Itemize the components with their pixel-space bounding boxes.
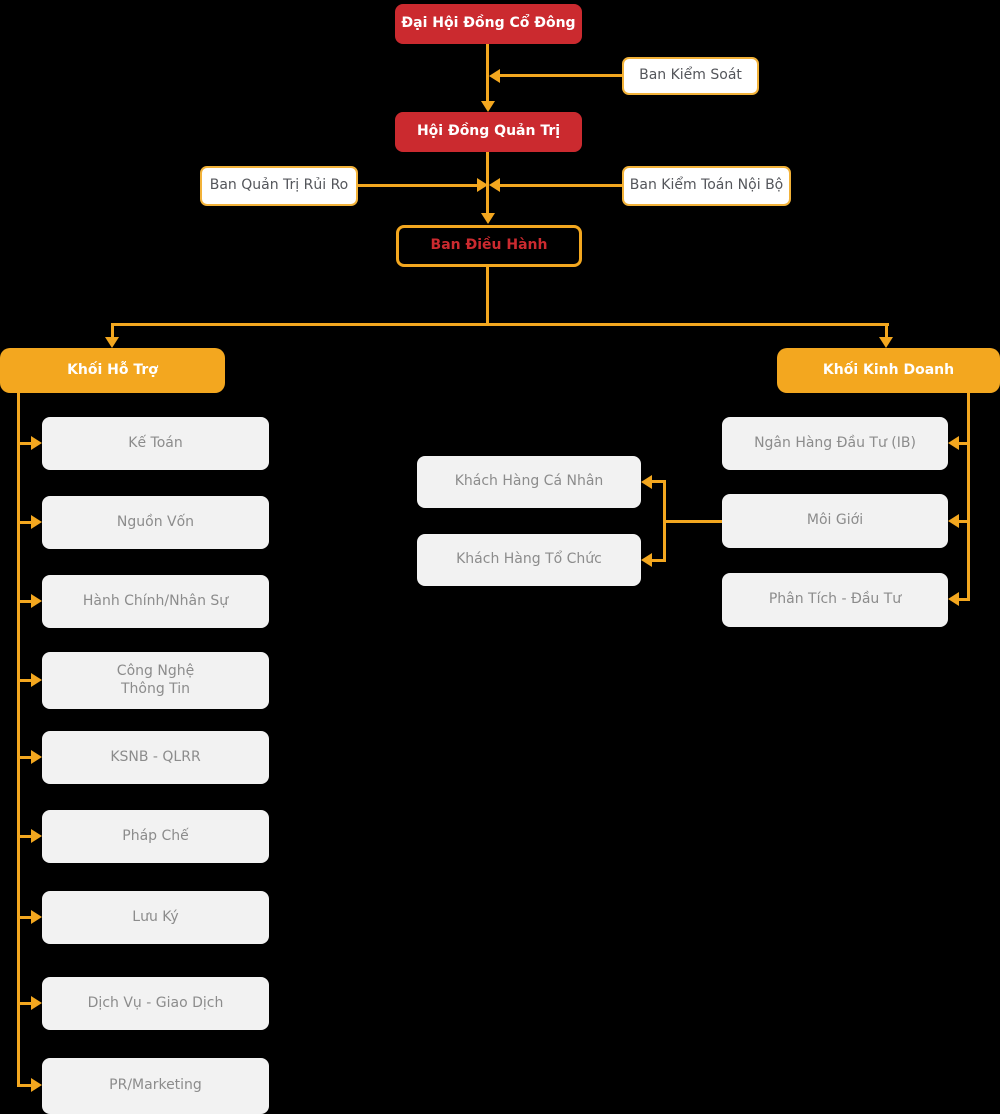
node-board-of-directors: Hội Đồng Quản Trị: [395, 112, 582, 152]
arrowhead-down-board: [481, 101, 495, 112]
support-arrow-line-2: [17, 600, 31, 603]
node-support-dept-cong-nghe-thong-tin: Công Nghệ Thông Tin: [42, 652, 269, 709]
node-business-dept-moi-gioi: Môi Giới: [722, 494, 948, 548]
branch-right-drop: [885, 323, 888, 337]
arrowhead-left-supervisory: [489, 69, 500, 83]
node-support-dept-dich-vu-giao-dich: Dịch Vụ - Giao Dịch: [42, 977, 269, 1030]
node-support-dept-hanh-chinh-nhan-su: Hành Chính/Nhân Sự: [42, 575, 269, 628]
connector-supervisory: [500, 74, 622, 77]
arrowhead-left-internal-audit: [489, 178, 500, 192]
node-supervisory-board: Ban Kiểm Soát: [622, 57, 759, 95]
support-arrow-line-0: [17, 442, 31, 445]
arrowhead-support-7: [31, 996, 42, 1010]
arrowhead-support-4: [31, 750, 42, 764]
node-internal-audit: Ban Kiểm Toán Nội Bộ: [622, 166, 791, 206]
arrowhead-customer-1: [641, 553, 652, 567]
arrowhead-business-0: [948, 436, 959, 450]
arrowhead-business-2: [948, 592, 959, 606]
node-support-dept-phap-che: Pháp Chế: [42, 810, 269, 863]
support-arrow-line-5: [17, 835, 31, 838]
arrowhead-right-risk: [477, 178, 488, 192]
node-support-dept-luu-ky: Lưu Ký: [42, 891, 269, 944]
arrowhead-down-business-division: [879, 337, 893, 348]
support-arrow-line-7: [17, 1002, 31, 1005]
connector-shareholders-board: [486, 44, 489, 101]
connector-internal-audit: [500, 184, 622, 187]
node-support-dept-ke-toan: Kế Toán: [42, 417, 269, 470]
arrowhead-support-5: [31, 829, 42, 843]
branch-left-drop: [111, 323, 114, 337]
broker-customer-vertical: [663, 480, 666, 562]
business-arrow-line-1: [959, 520, 970, 523]
customer-arrow-line-1: [652, 559, 665, 562]
arrowhead-customer-0: [641, 475, 652, 489]
arrowhead-support-0: [31, 436, 42, 450]
node-business-dept-phan-tich-dau-tu: Phân Tích - Đầu Tư: [722, 573, 948, 627]
node-support-dept-pr-marketing: PR/Marketing: [42, 1058, 269, 1114]
support-arrow-line-1: [17, 521, 31, 524]
broker-customer-trunk: [663, 520, 722, 523]
support-arrow-line-4: [17, 756, 31, 759]
node-executive-board: Ban Điều Hành: [396, 225, 582, 267]
node-business-division: Khối Kinh Doanh: [777, 348, 1000, 393]
node-support-dept-ksnb-qlrr: KSNB - QLRR: [42, 731, 269, 784]
business-arrow-line-0: [959, 442, 970, 445]
support-arrow-line-3: [17, 679, 31, 682]
connector-risk: [358, 184, 477, 187]
customer-arrow-line-0: [652, 480, 665, 483]
arrowhead-support-1: [31, 515, 42, 529]
support-spine: [17, 393, 20, 1087]
support-arrow-line-6: [17, 916, 31, 919]
business-spine: [967, 393, 970, 601]
business-arrow-line-2: [959, 598, 970, 601]
branch-horizontal-line: [111, 323, 889, 326]
node-support-dept-nguon-von: Nguồn Vốn: [42, 496, 269, 549]
arrowhead-support-3: [31, 673, 42, 687]
arrowhead-support-6: [31, 910, 42, 924]
node-shareholders: Đại Hội Đồng Cổ Đông: [395, 4, 582, 44]
node-customer-institutional: Khách Hàng Tổ Chức: [417, 534, 641, 586]
node-customer-individual: Khách Hàng Cá Nhân: [417, 456, 641, 508]
arrowhead-support-8: [31, 1078, 42, 1092]
node-business-dept-investment-banking: Ngân Hàng Đầu Tư (IB): [722, 417, 948, 470]
connector-executive-branch: [486, 267, 489, 323]
node-risk-management: Ban Quản Trị Rủi Ro: [200, 166, 358, 206]
connector-board-executive: [486, 152, 489, 213]
arrowhead-support-2: [31, 594, 42, 608]
arrowhead-down-support-division: [105, 337, 119, 348]
support-arrow-line-8: [17, 1084, 31, 1087]
arrowhead-down-executive: [481, 213, 495, 224]
node-support-division: Khối Hỗ Trợ: [0, 348, 225, 393]
arrowhead-business-1: [948, 514, 959, 528]
